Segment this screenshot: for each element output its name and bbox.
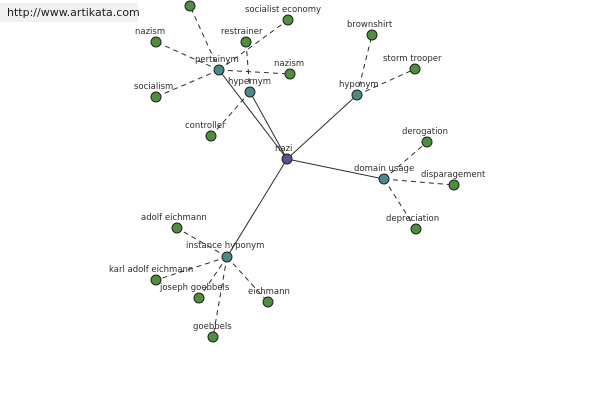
label-leaf-derogation: derogation [402,127,448,137]
edge-center-to-hypernym [249,91,288,160]
edge-center-to-pertainym [218,69,288,160]
edge-pertainym-to-socialism [155,69,220,98]
edge-domain-to-depreciation [383,178,417,230]
edge-instance-to-goebbels [212,256,228,338]
label-leaf-restrainer: restrainer [221,27,263,37]
node-leaf-disparagement[interactable] [448,179,460,191]
node-relation-instance[interactable] [221,251,233,263]
label-leaf-socialist-economy: socialist economy [245,5,321,15]
node-leaf-socialism[interactable] [150,91,162,103]
label-leaf-nazism-right: nazism [274,59,304,69]
node-leaf-storm-trooper[interactable] [409,63,421,75]
node-relation-pertainym[interactable] [213,64,225,76]
node-relation-hypernym[interactable] [244,86,256,98]
label-leaf-nazism-left: nazism [135,27,165,37]
label-relation-instance: instance hyponym [186,241,264,251]
node-leaf-controller[interactable] [205,130,217,142]
node-leaf-eichmann[interactable] [262,296,274,308]
label-relation-domain: domain usage [354,164,414,174]
edge-hyponym-to-brownshirt [356,34,373,96]
node-leaf-derogation[interactable] [421,136,433,148]
node-leaf-socialist-economy[interactable] [282,14,294,26]
edge-domain-to-derogation [383,141,428,180]
label-leaf-storm-trooper: storm trooper [383,54,442,64]
label-relation-pertainym: pertainym [195,55,239,65]
edge-center-to-hyponym [286,94,358,160]
node-center-nazi[interactable] [281,153,293,165]
site-url-watermark: http://www.artikata.com [0,3,140,22]
label-leaf-goebbels: goebbels [193,322,232,332]
label-relation-hyponym: hyponym [339,80,379,90]
label-leaf-disparagement: disparagement [421,170,486,180]
node-leaf-depreciation[interactable] [410,223,422,235]
node-leaf-nazism-left[interactable] [150,36,162,48]
edge-instance-to-adolf-eichmann [176,227,228,258]
graph-labels: nazi pertainym hypernym hyponym domain usage… [109,5,486,332]
edge-hypernym-to-controller [210,91,251,137]
node-leaf-restrainer[interactable] [240,36,252,48]
node-leaf-nazism-right[interactable] [284,68,296,80]
node-leaf-goebbels[interactable] [207,331,219,343]
label-leaf-socialism: socialism [134,82,173,92]
edge-center-to-domain [286,158,385,180]
node-leaf-adolf-eichmann[interactable] [171,222,183,234]
node-leaf-karl-adolf-eichmann[interactable] [150,274,162,286]
edge-center-to-instance [226,158,288,258]
edge-pertainym-to-top-unlabeled [189,5,220,71]
label-relation-hypernym: hypernym [228,77,271,87]
label-leaf-joseph-goebbels: joseph goebbels [159,283,230,293]
edge-hyponym-to-storm-trooper [356,68,416,96]
edge-pertainym-to-nazism-left [155,41,220,71]
graph-nodes [150,0,460,343]
node-leaf-joseph-goebbels[interactable] [193,292,205,304]
node-relation-domain[interactable] [378,173,390,185]
label-leaf-karl-adolf-eichmann: karl adolf eichmann [109,265,193,275]
edge-pertainym-to-nazism-right [218,69,291,75]
label-leaf-brownshirt: brownshirt [347,20,393,30]
node-leaf-brownshirt[interactable] [366,29,378,41]
label-center-nazi: nazi [275,144,292,154]
node-leaf-top-unlabeled[interactable] [184,0,196,12]
label-leaf-eichmann: eichmann [248,287,290,297]
label-leaf-adolf-eichmann: adolf eichmann [141,213,207,223]
edge-instance-to-karl-adolf-eichmann [155,256,228,281]
edge-instance-to-eichmann [226,256,269,303]
graph-edges [155,5,455,338]
label-leaf-controller: controller [185,121,226,131]
edge-domain-to-disparagement [383,178,455,186]
node-relation-hyponym[interactable] [351,89,363,101]
label-leaf-depreciation: depreciation [386,214,439,224]
